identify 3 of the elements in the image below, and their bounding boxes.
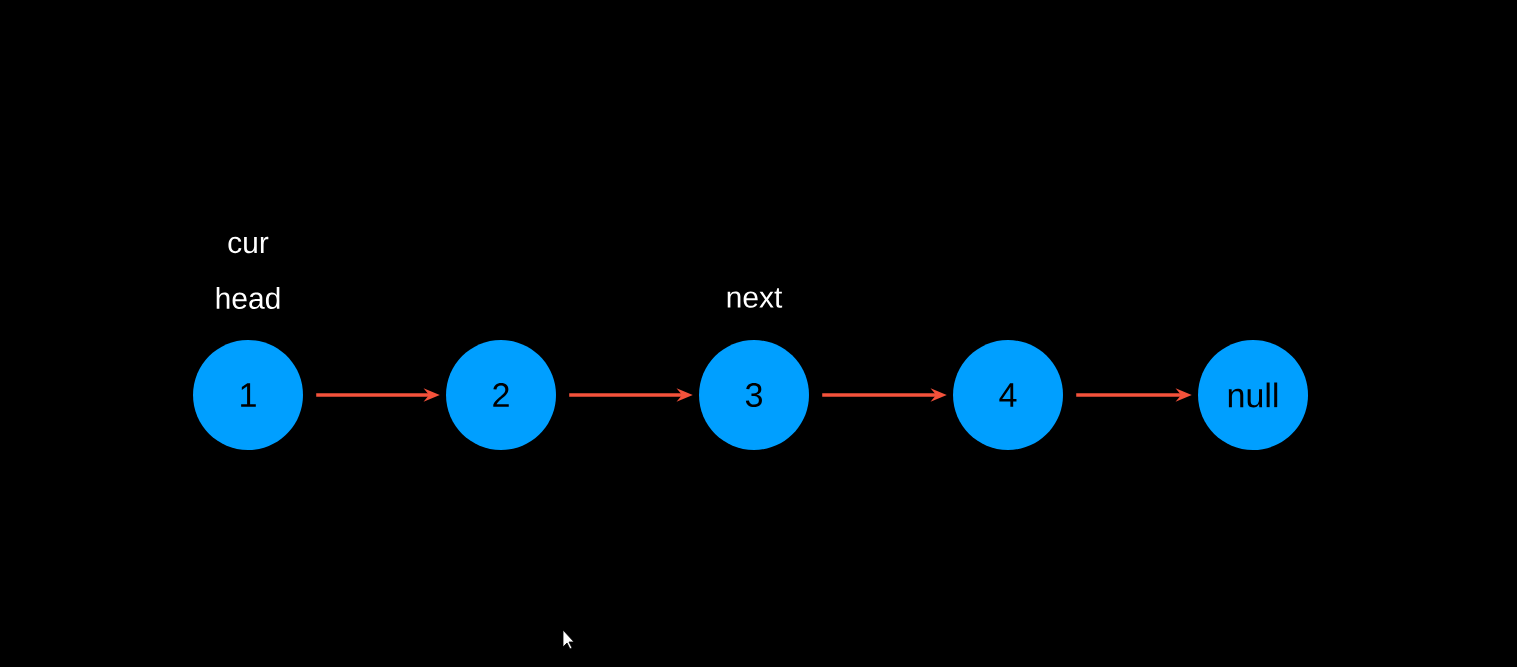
pointer-label: head [216,287,280,309]
pointer-label: cur [228,236,269,254]
pointer-label: next [727,288,783,308]
